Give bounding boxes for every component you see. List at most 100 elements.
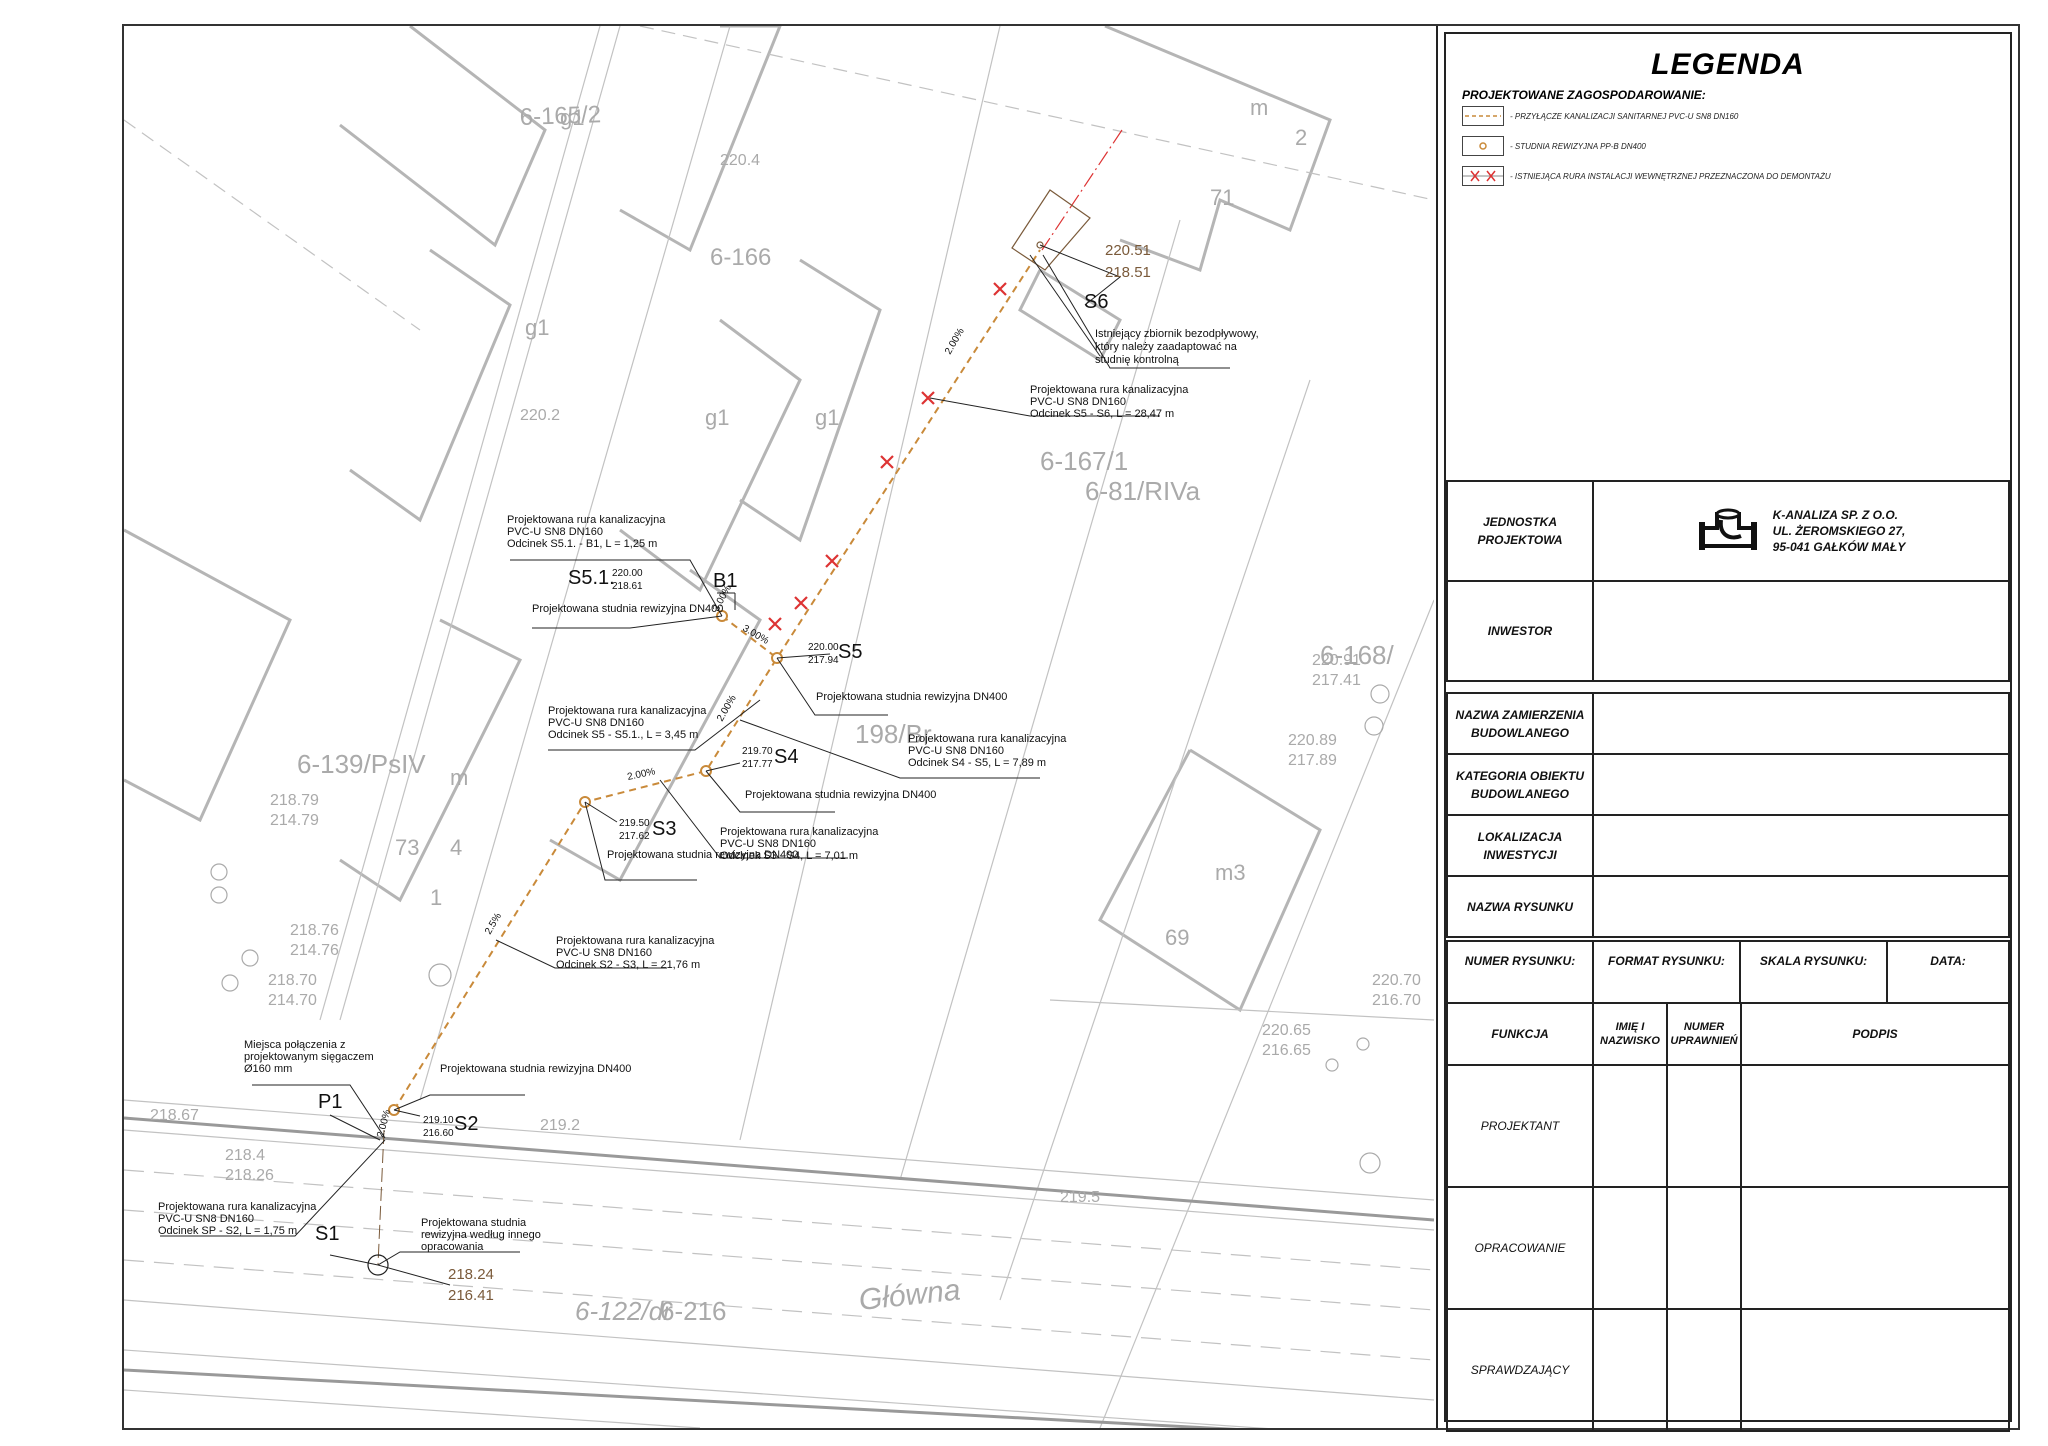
svg-text:Odcinek S5.1. - B1, L = 1,25 m: Odcinek S5.1. - B1, L = 1,25 m xyxy=(507,538,657,550)
lokalizacja-label: LOKALIZACJA INWESTYCJI xyxy=(1446,814,1594,877)
svg-text:PVC-U SN8 DN160: PVC-U SN8 DN160 xyxy=(720,838,816,850)
building-outlines xyxy=(124,26,1332,1013)
svg-text:Projektowana rura kanalizacyjn: Projektowana rura kanalizacyjna xyxy=(1030,384,1189,396)
svg-text:218.76: 218.76 xyxy=(290,922,339,939)
svg-text:Projektowana studnia rewizyjna: Projektowana studnia rewizyjna DN400 xyxy=(440,1063,631,1075)
svg-text:rewizyjna według innego: rewizyjna według innego xyxy=(421,1229,541,1241)
red-cross-line-icon xyxy=(1462,166,1504,186)
svg-text:6-168/: 6-168/ xyxy=(1320,640,1394,670)
svg-text:214.76: 214.76 xyxy=(290,942,339,959)
svg-text:6-166: 6-166 xyxy=(710,244,771,271)
svg-text:Miejsca połączenia z: Miejsca połączenia z xyxy=(244,1039,346,1051)
format-rysunku-label: FORMAT RYSUNKU: xyxy=(1592,940,1741,1004)
svg-text:S5.1.: S5.1. xyxy=(568,567,615,589)
svg-text:216.41: 216.41 xyxy=(448,1287,494,1304)
building-labels: g1 g1 g1 g1 m m m3 2 71 73 4 1 69 xyxy=(395,95,1307,950)
legend-panel: LEGENDA PROJEKTOWANE ZAGOSPODAROWANIE: -… xyxy=(1446,34,2010,482)
septic-tank-s6 xyxy=(1011,189,1091,271)
svg-text:6-216: 6-216 xyxy=(660,1296,727,1326)
projected-sewer-line xyxy=(393,249,1041,1111)
role-projektant: PROJEKTANT xyxy=(1446,1064,1594,1188)
svg-text:220.2: 220.2 xyxy=(520,407,560,424)
road-edge-lines xyxy=(124,1116,1434,1428)
existing-elevations: 220.51 218.51 218.24 216.41 xyxy=(448,242,1151,1304)
svg-text:Odcinek SP - S2, L = 1,75 m: Odcinek SP - S2, L = 1,75 m xyxy=(158,1225,297,1237)
svg-text:Projektowana studnia rewizyjna: Projektowana studnia rewizyjna DN400 xyxy=(745,789,936,801)
sprawdzajacy-name xyxy=(1592,1308,1668,1432)
svg-text:220.65: 220.65 xyxy=(1262,1022,1311,1039)
svg-text:2: 2 xyxy=(1295,125,1307,150)
jednostka-label: JEDNOSTKA PROJEKTOWA xyxy=(1446,480,1594,582)
title-block: LEGENDA PROJEKTOWANE ZAGOSPODAROWANIE: -… xyxy=(1436,26,2018,1432)
svg-text:4: 4 xyxy=(450,835,462,860)
header-funkcja: FUNKCJA xyxy=(1446,1002,1594,1066)
svg-text:B1: B1 xyxy=(713,570,737,592)
svg-text:S4: S4 xyxy=(774,746,798,768)
site-plan-map: 6-165/2 6-166 6-167/1 6-81/RIVa 6-139/Ps… xyxy=(124,26,1434,1428)
svg-text:S6: S6 xyxy=(1084,291,1108,313)
svg-text:Odcinek S3 - S4, L = 7,01 m: Odcinek S3 - S4, L = 7,01 m xyxy=(720,850,858,862)
svg-text:Odcinek S2 - S3, L = 21,76 m: Odcinek S2 - S3, L = 21,76 m xyxy=(556,959,700,971)
svg-text:219.50: 219.50 xyxy=(619,818,650,829)
svg-text:219.10: 219.10 xyxy=(423,1115,454,1126)
inwestor-value xyxy=(1592,580,2010,682)
legend-title: LEGENDA xyxy=(1651,48,1805,81)
svg-text:1: 1 xyxy=(430,885,442,910)
existing-pipe-to-demolish xyxy=(1041,129,1123,251)
svg-text:219.2: 219.2 xyxy=(540,1117,580,1134)
legend-item-demolition: - ISTNIEJĄCA RURA INSTALACJI WEWNĘTRZNEJ… xyxy=(1462,166,1831,186)
svg-text:Ø160 mm: Ø160 mm xyxy=(244,1063,292,1075)
opracowanie-license xyxy=(1666,1186,1742,1310)
callouts: Istniejący zbiornik bezodpływowy, który … xyxy=(158,328,1259,1253)
pipe-fitting-icon xyxy=(1698,508,1757,550)
map-drawing: 6-165/2 6-166 6-167/1 6-81/RIVa 6-139/Ps… xyxy=(124,26,1434,1428)
orange-circle-icon xyxy=(1462,136,1504,156)
svg-text:214.70: 214.70 xyxy=(268,992,317,1009)
company-name: K-ANALIZA SP. Z O.O. xyxy=(1772,508,1898,522)
svg-text:214.79: 214.79 xyxy=(270,812,319,829)
svg-text:Projektowana studnia rewizyjna: Projektowana studnia rewizyjna DN400 xyxy=(532,603,723,615)
well-s1-marker xyxy=(367,1254,389,1276)
svg-text:220.91: 220.91 xyxy=(1312,652,1361,669)
parcel-lines xyxy=(124,26,1434,1428)
svg-text:217.77: 217.77 xyxy=(742,759,773,770)
role-sprawdzajacy: SPRAWDZAJĄCY xyxy=(1446,1308,1594,1432)
svg-text:g1: g1 xyxy=(815,405,839,430)
svg-text:217.89: 217.89 xyxy=(1288,752,1337,769)
svg-text:który należy zaadaptować na: który należy zaadaptować na xyxy=(1095,341,1238,353)
svg-text:opracowania: opracowania xyxy=(421,1241,484,1253)
svg-text:220.4: 220.4 xyxy=(720,152,760,169)
svg-text:220.00: 220.00 xyxy=(612,568,643,579)
svg-text:studnię kontrolną: studnię kontrolną xyxy=(1095,354,1180,366)
svg-text:Projektowana rura kanalizacyjn: Projektowana rura kanalizacyjna xyxy=(908,733,1067,745)
svg-text:218.61: 218.61 xyxy=(612,581,643,592)
svg-text:m3: m3 xyxy=(1215,860,1246,885)
svg-text:6-165/2: 6-165/2 xyxy=(519,101,601,131)
nazwa-rysunku-value xyxy=(1592,875,2010,938)
nazwa-rysunku-label: NAZWA RYSUNKU xyxy=(1446,875,1594,938)
spot-height-labels: 220.4 220.2 218.79 214.79 218.76 214.76 … xyxy=(150,152,1421,1206)
svg-text:71: 71 xyxy=(1210,185,1234,210)
svg-text:Odcinek S5 - S6, L = 28,47 m: Odcinek S5 - S6, L = 28,47 m xyxy=(1030,408,1174,420)
demolition-crosses xyxy=(768,282,1007,631)
designer-table: JEDNOSTKA PROJEKTOWA K-ANALIZA SP. Z O.O… xyxy=(1446,480,2010,682)
svg-text:P1: P1 xyxy=(318,1091,342,1113)
svg-text:219.70: 219.70 xyxy=(742,746,773,757)
nazwa-zamierzenia-label: NAZWA ZAMIERZENIA BUDOWLANEGO xyxy=(1446,692,1594,755)
svg-text:2.00%: 2.00% xyxy=(943,326,967,356)
svg-text:220.51: 220.51 xyxy=(1105,242,1151,259)
header-podpis: PODPIS xyxy=(1740,1002,2010,1066)
sprawdzajacy-signature xyxy=(1740,1308,2010,1432)
svg-text:217.41: 217.41 xyxy=(1312,672,1361,689)
svg-text:6-81/RIVa: 6-81/RIVa xyxy=(1085,476,1201,506)
svg-text:PVC-U SN8 DN160: PVC-U SN8 DN160 xyxy=(158,1213,254,1225)
svg-text:PVC-U SN8 DN160: PVC-U SN8 DN160 xyxy=(1030,396,1126,408)
kategoria-label: KATEGORIA OBIEKTU BUDOWLANEGO xyxy=(1446,753,1594,816)
nazwa-zamierzenia-value xyxy=(1592,692,2010,755)
drawing-meta-table: NUMER RYSUNKU: FORMAT RYSUNKU: SKALA RYS… xyxy=(1446,940,2010,1004)
dashed-orange-line-icon xyxy=(1462,106,1504,126)
kategoria-value xyxy=(1592,753,2010,816)
svg-text:Odcinek S5 - S5.1., L = 3,45 m: Odcinek S5 - S5.1., L = 3,45 m xyxy=(548,729,698,741)
svg-text:projektowanym sięgaczem: projektowanym sięgaczem xyxy=(244,1051,374,1063)
projektant-license xyxy=(1666,1064,1742,1188)
